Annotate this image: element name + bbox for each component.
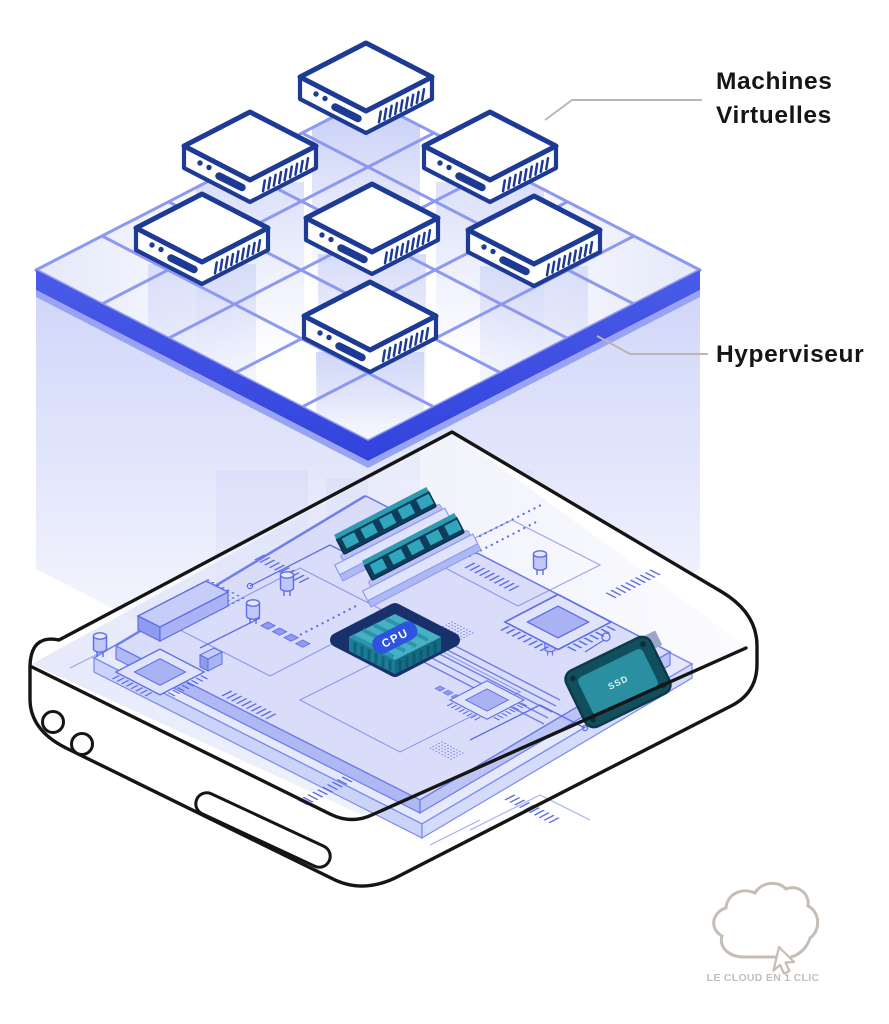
small-component-box: [198, 647, 224, 672]
motherboard: CPU SSD: [69, 484, 694, 846]
trace-terminal: [581, 724, 589, 732]
dotted-traces: [288, 501, 547, 642]
vm-label-line2: Virtuelles: [716, 102, 832, 129]
vm-leader-line: [544, 99, 702, 121]
vm-label-line1: Machines: [716, 68, 832, 95]
ssd-chip: SSD: [564, 630, 672, 729]
trace-terminal: [601, 632, 611, 642]
floor-traces: [69, 642, 591, 846]
logo-caption: LE CLOUD EN 1 CLIC: [707, 972, 820, 984]
cpu-chip: CPU: [330, 603, 460, 677]
annotations: Machines Virtuelles Hyperviseur: [544, 68, 864, 368]
hypervisor-leader-line: [596, 335, 708, 355]
cursor-icon: [772, 945, 796, 975]
cloud-icon: [712, 881, 820, 959]
hypervisor-label: Hyperviseur: [716, 341, 864, 368]
ssd-connector: [644, 630, 663, 651]
vm-box-1: [300, 43, 432, 133]
front-drive-slot: [194, 791, 332, 869]
brand-logo: LE CLOUD EN 1 CLIC: [707, 881, 820, 984]
trace-terminal: [246, 582, 254, 590]
server-case-outline: [28, 430, 759, 888]
front-port-1: [41, 710, 65, 734]
bar-chip: [136, 580, 230, 642]
front-port-2: [70, 732, 94, 756]
